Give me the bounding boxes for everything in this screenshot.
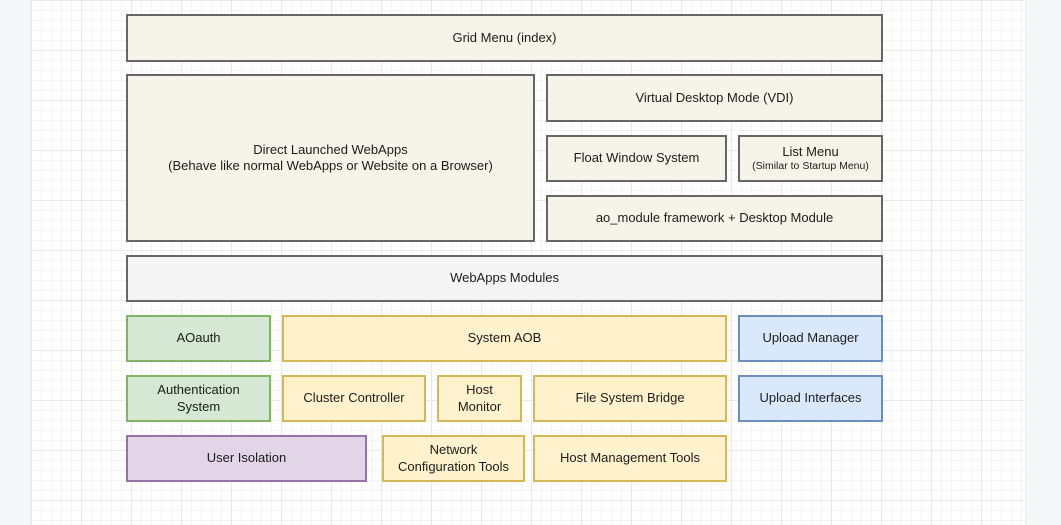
node-direct-launched-webapps[interactable]: Direct Launched WebApps (Behave like nor… (126, 74, 535, 242)
node-grid-menu-label: Grid Menu (index) (452, 30, 556, 46)
node-virtual-desktop-mode[interactable]: Virtual Desktop Mode (VDI) (546, 74, 883, 122)
node-list-menu-sublabel: (Similar to Startup Menu) (752, 160, 869, 174)
node-file-system-bridge-label: File System Bridge (575, 390, 684, 406)
node-user-isolation[interactable]: User Isolation (126, 435, 367, 482)
node-system-aob-label: System AOB (468, 330, 542, 346)
node-host-management-tools-label: Host Management Tools (560, 450, 700, 466)
node-cluster-controller-label: Cluster Controller (303, 390, 404, 406)
node-grid-menu[interactable]: Grid Menu (index) (126, 14, 883, 62)
node-user-isolation-label: User Isolation (207, 450, 286, 466)
node-host-monitor[interactable]: Host Monitor (437, 375, 522, 422)
node-file-system-bridge[interactable]: File System Bridge (533, 375, 727, 422)
node-host-monitor-label: Host Monitor (447, 382, 512, 415)
node-webapps-modules[interactable]: WebApps Modules (126, 255, 883, 302)
node-upload-interfaces-label: Upload Interfaces (760, 390, 862, 406)
node-aoauth[interactable]: AOauth (126, 315, 271, 362)
node-float-window-system[interactable]: Float Window System (546, 135, 727, 182)
node-ao-module-framework-label: ao_module framework + Desktop Module (596, 210, 833, 226)
node-upload-interfaces[interactable]: Upload Interfaces (738, 375, 883, 422)
node-upload-manager-label: Upload Manager (762, 330, 858, 346)
node-virtual-desktop-mode-label: Virtual Desktop Mode (VDI) (636, 90, 794, 106)
node-direct-launched-webapps-line2: (Behave like normal WebApps or Website o… (168, 158, 493, 174)
node-network-configuration-tools[interactable]: Network Configuration Tools (382, 435, 525, 482)
node-system-aob[interactable]: System AOB (282, 315, 727, 362)
node-aoauth-label: AOauth (176, 330, 220, 346)
node-float-window-system-label: Float Window System (574, 150, 700, 166)
node-authentication-system[interactable]: Authentication System (126, 375, 271, 422)
node-cluster-controller[interactable]: Cluster Controller (282, 375, 426, 422)
node-ao-module-framework[interactable]: ao_module framework + Desktop Module (546, 195, 883, 242)
node-network-configuration-tools-label: Network Configuration Tools (390, 442, 517, 475)
node-list-menu-label: List Menu (782, 144, 838, 160)
node-direct-launched-webapps-line1: Direct Launched WebApps (253, 142, 407, 158)
node-list-menu[interactable]: List Menu (Similar to Startup Menu) (738, 135, 883, 182)
node-webapps-modules-label: WebApps Modules (450, 270, 559, 286)
node-host-management-tools[interactable]: Host Management Tools (533, 435, 727, 482)
node-upload-manager[interactable]: Upload Manager (738, 315, 883, 362)
node-authentication-system-label: Authentication System (142, 382, 255, 415)
